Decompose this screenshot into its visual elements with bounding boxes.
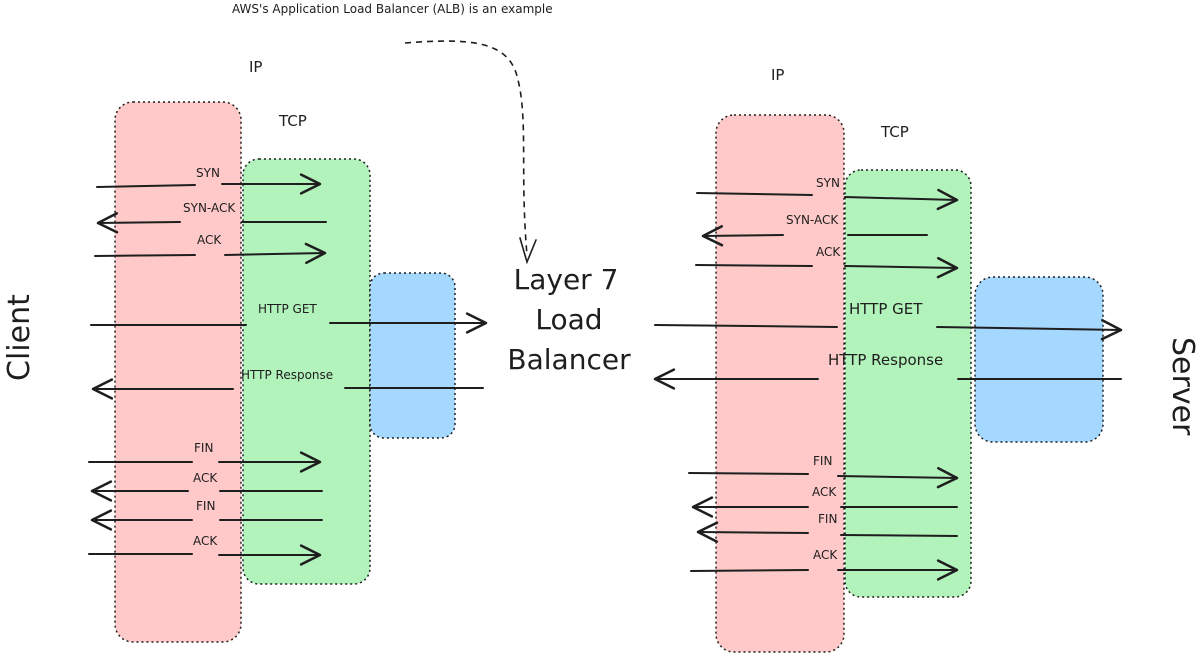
server-fin2-label: FIN [818,512,838,526]
client-ack1-arrow [224,242,327,265]
client-syn-arrow-tail [96,184,196,188]
server-http-get-arrow-tail [654,324,838,328]
client-ip-label: IP [249,58,263,76]
annotation-arrowhead [519,237,537,265]
center-label-line3: Balancer [507,343,631,376]
client-syn-ack-label: SYN-ACK [183,201,236,215]
server-syn-arrow-tail [696,192,813,196]
server-ack1-arrow [844,256,959,279]
server-http-get-label: HTTP GET [849,300,923,318]
center-label-line1: Layer 7 [513,263,619,296]
client-tcp-label: TCP [279,112,307,130]
server-fin1-label: FIN [813,454,833,468]
server-ack1-arrow-tail [695,264,813,267]
client-http-response-label: HTTP Response [241,368,334,382]
server-ip-layer [715,114,845,653]
client-ip-layer [114,101,242,643]
server-side-label: Server [1165,337,1200,436]
client-syn-ack-arrow [96,212,181,234]
server-ack3-arrow-tail [690,569,809,572]
server-http-response-label: HTTP Response [828,351,944,369]
server-syn-ack-label: SYN-ACK [786,213,839,227]
server-ack1-label: ACK [816,245,841,259]
server-fin2-arrow-tail [840,534,958,537]
annotation-arrow [404,40,528,256]
server-http-get-arrow [936,319,1123,341]
client-app-layer [369,272,456,439]
server-syn-ack-arrow [701,225,784,247]
client-fin2-label: FIN [196,499,216,513]
server-ack2-label: ACK [812,485,837,499]
client-http-get-label: HTTP GET [258,302,317,316]
server-ack3-label: ACK [813,548,838,562]
client-side-label: Client [2,294,37,381]
client-ack1-label: ACK [197,233,222,247]
annotation-text: AWS's Application Load Balancer (ALB) is… [232,2,553,16]
client-fin1-label: FIN [194,441,214,455]
server-fin2-arrow [696,521,809,543]
center-label-line2: Load [535,303,603,336]
server-tcp-label: TCP [881,123,909,141]
client-syn-label: SYN [196,166,220,180]
server-ip-label: IP [771,66,785,84]
server-fin1-arrow-tail [688,472,809,475]
server-app-layer [974,276,1104,443]
client-ack2-label: ACK [193,471,218,485]
server-syn-label: SYN [816,176,840,190]
server-syn-arrow [844,188,959,211]
client-ack1-arrow-tail [94,254,196,257]
server-fin1-arrow [837,466,959,489]
client-ack3-label: ACK [193,534,218,548]
